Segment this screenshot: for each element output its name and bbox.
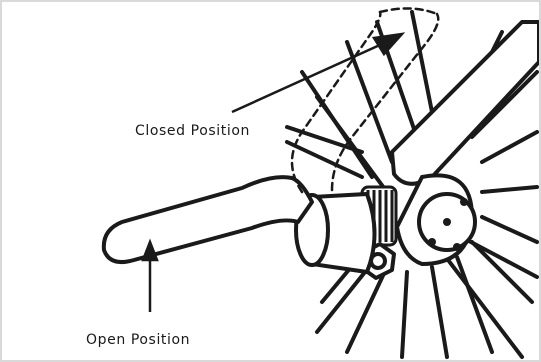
open-position-arrow [143,242,157,312]
wheel-hub [397,175,475,264]
closed-position-label: Closed Position [135,124,250,138]
open-position-label: Open Position [86,333,190,347]
lever-open [104,177,312,262]
fork-blade [392,22,539,184]
